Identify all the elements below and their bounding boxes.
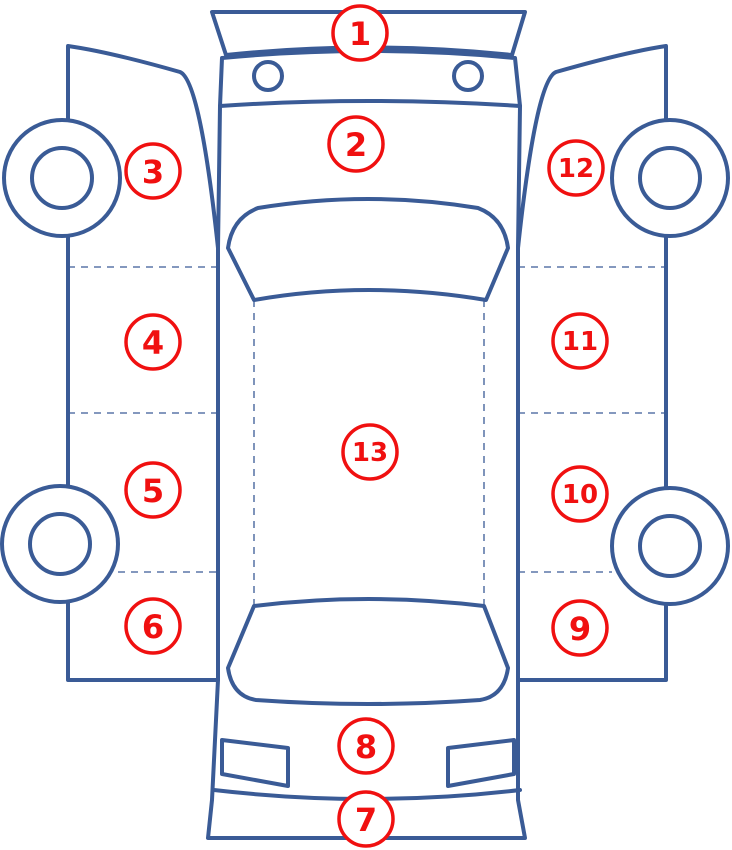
- marker-9[interactable]: 9: [551, 599, 609, 657]
- left-side-panel: [66, 44, 220, 682]
- wheel-front-right: [610, 118, 730, 238]
- marker-2[interactable]: 2: [327, 115, 385, 173]
- wheel-rear-right: [610, 486, 730, 606]
- svg-text:9: 9: [569, 610, 591, 648]
- wheel-rear-left: [0, 484, 120, 604]
- svg-text:11: 11: [562, 327, 598, 357]
- marker-11[interactable]: 11: [551, 312, 609, 370]
- marker-8[interactable]: 8: [337, 717, 395, 775]
- svg-text:2: 2: [345, 126, 367, 164]
- right-side-panel: [516, 44, 668, 682]
- svg-text:5: 5: [142, 472, 164, 510]
- svg-text:13: 13: [352, 438, 388, 468]
- marker-5[interactable]: 5: [124, 461, 182, 519]
- svg-text:1: 1: [349, 15, 371, 53]
- wheel-front-left: [2, 118, 122, 238]
- marker-7[interactable]: 7: [337, 790, 395, 848]
- front-lamp-right: [452, 60, 484, 92]
- svg-text:6: 6: [142, 608, 164, 646]
- svg-text:7: 7: [355, 801, 377, 839]
- marker-10[interactable]: 10: [551, 465, 609, 523]
- svg-text:8: 8: [355, 728, 377, 766]
- svg-text:12: 12: [558, 154, 594, 184]
- rear-lamp-right: [446, 738, 516, 788]
- marker-12[interactable]: 12: [547, 139, 605, 197]
- svg-text:3: 3: [142, 153, 164, 191]
- marker-6[interactable]: 6: [124, 597, 182, 655]
- rear-lamp-left: [220, 738, 290, 788]
- marker-13[interactable]: 13: [341, 423, 399, 481]
- front-lamp-left: [252, 60, 284, 92]
- marker-1[interactable]: 1: [331, 4, 389, 62]
- marker-4[interactable]: 4: [124, 313, 182, 371]
- windshield: [226, 197, 510, 302]
- section-dividers: [68, 266, 666, 606]
- svg-text:10: 10: [562, 480, 598, 510]
- marker-3[interactable]: 3: [124, 142, 182, 200]
- svg-text:4: 4: [142, 324, 164, 362]
- rear-window: [226, 597, 510, 706]
